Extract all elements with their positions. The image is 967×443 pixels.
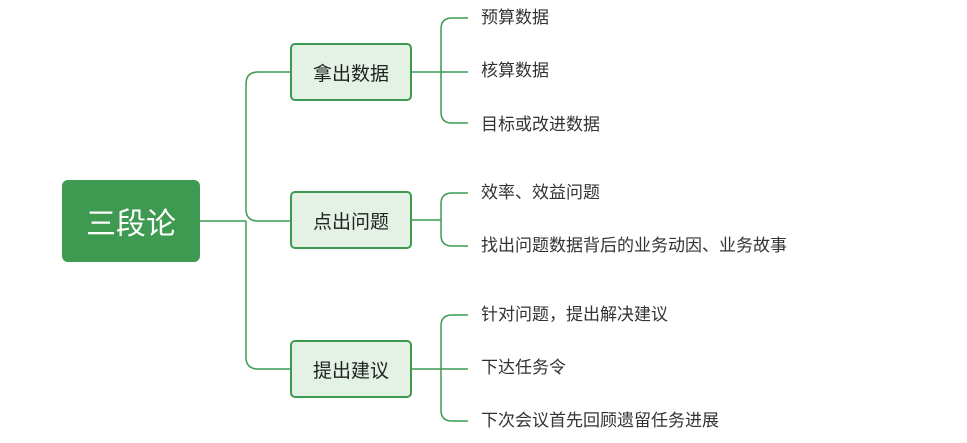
- branch-node-3[interactable]: 提出建议: [290, 340, 412, 398]
- branch-label: 拿出数据: [312, 62, 389, 85]
- leaf-node[interactable]: 针对问题，提出解决建议: [481, 305, 668, 325]
- root-label: 三段论: [86, 207, 176, 242]
- connector-branch-3-leaves: [440, 314, 468, 422]
- root-node[interactable]: 三段论: [62, 180, 200, 262]
- leaf-node[interactable]: 效率、效益问题: [481, 183, 600, 203]
- connector-root-to-branch-3: [245, 221, 290, 370]
- connector-root-to-branch-1: [245, 71, 290, 222]
- branch-node-2[interactable]: 点出问题: [290, 191, 412, 249]
- connector-branch-1-leaves: [440, 17, 468, 124]
- leaf-node[interactable]: 找出问题数据背后的业务动因、业务故事: [481, 236, 787, 256]
- leaf-node[interactable]: 核算数据: [481, 61, 549, 81]
- branch-label: 提出建议: [312, 359, 389, 382]
- branch-label: 点出问题: [312, 210, 389, 233]
- connector-branch-2-leaves: [440, 192, 468, 247]
- leaf-node[interactable]: 预算数据: [481, 8, 549, 28]
- branch-node-1[interactable]: 拿出数据: [290, 43, 412, 101]
- leaf-node[interactable]: 目标或改进数据: [481, 115, 600, 135]
- leaf-node[interactable]: 下达任务令: [481, 358, 566, 378]
- leaf-node[interactable]: 下次会议首先回顾遗留任务进展: [481, 411, 719, 431]
